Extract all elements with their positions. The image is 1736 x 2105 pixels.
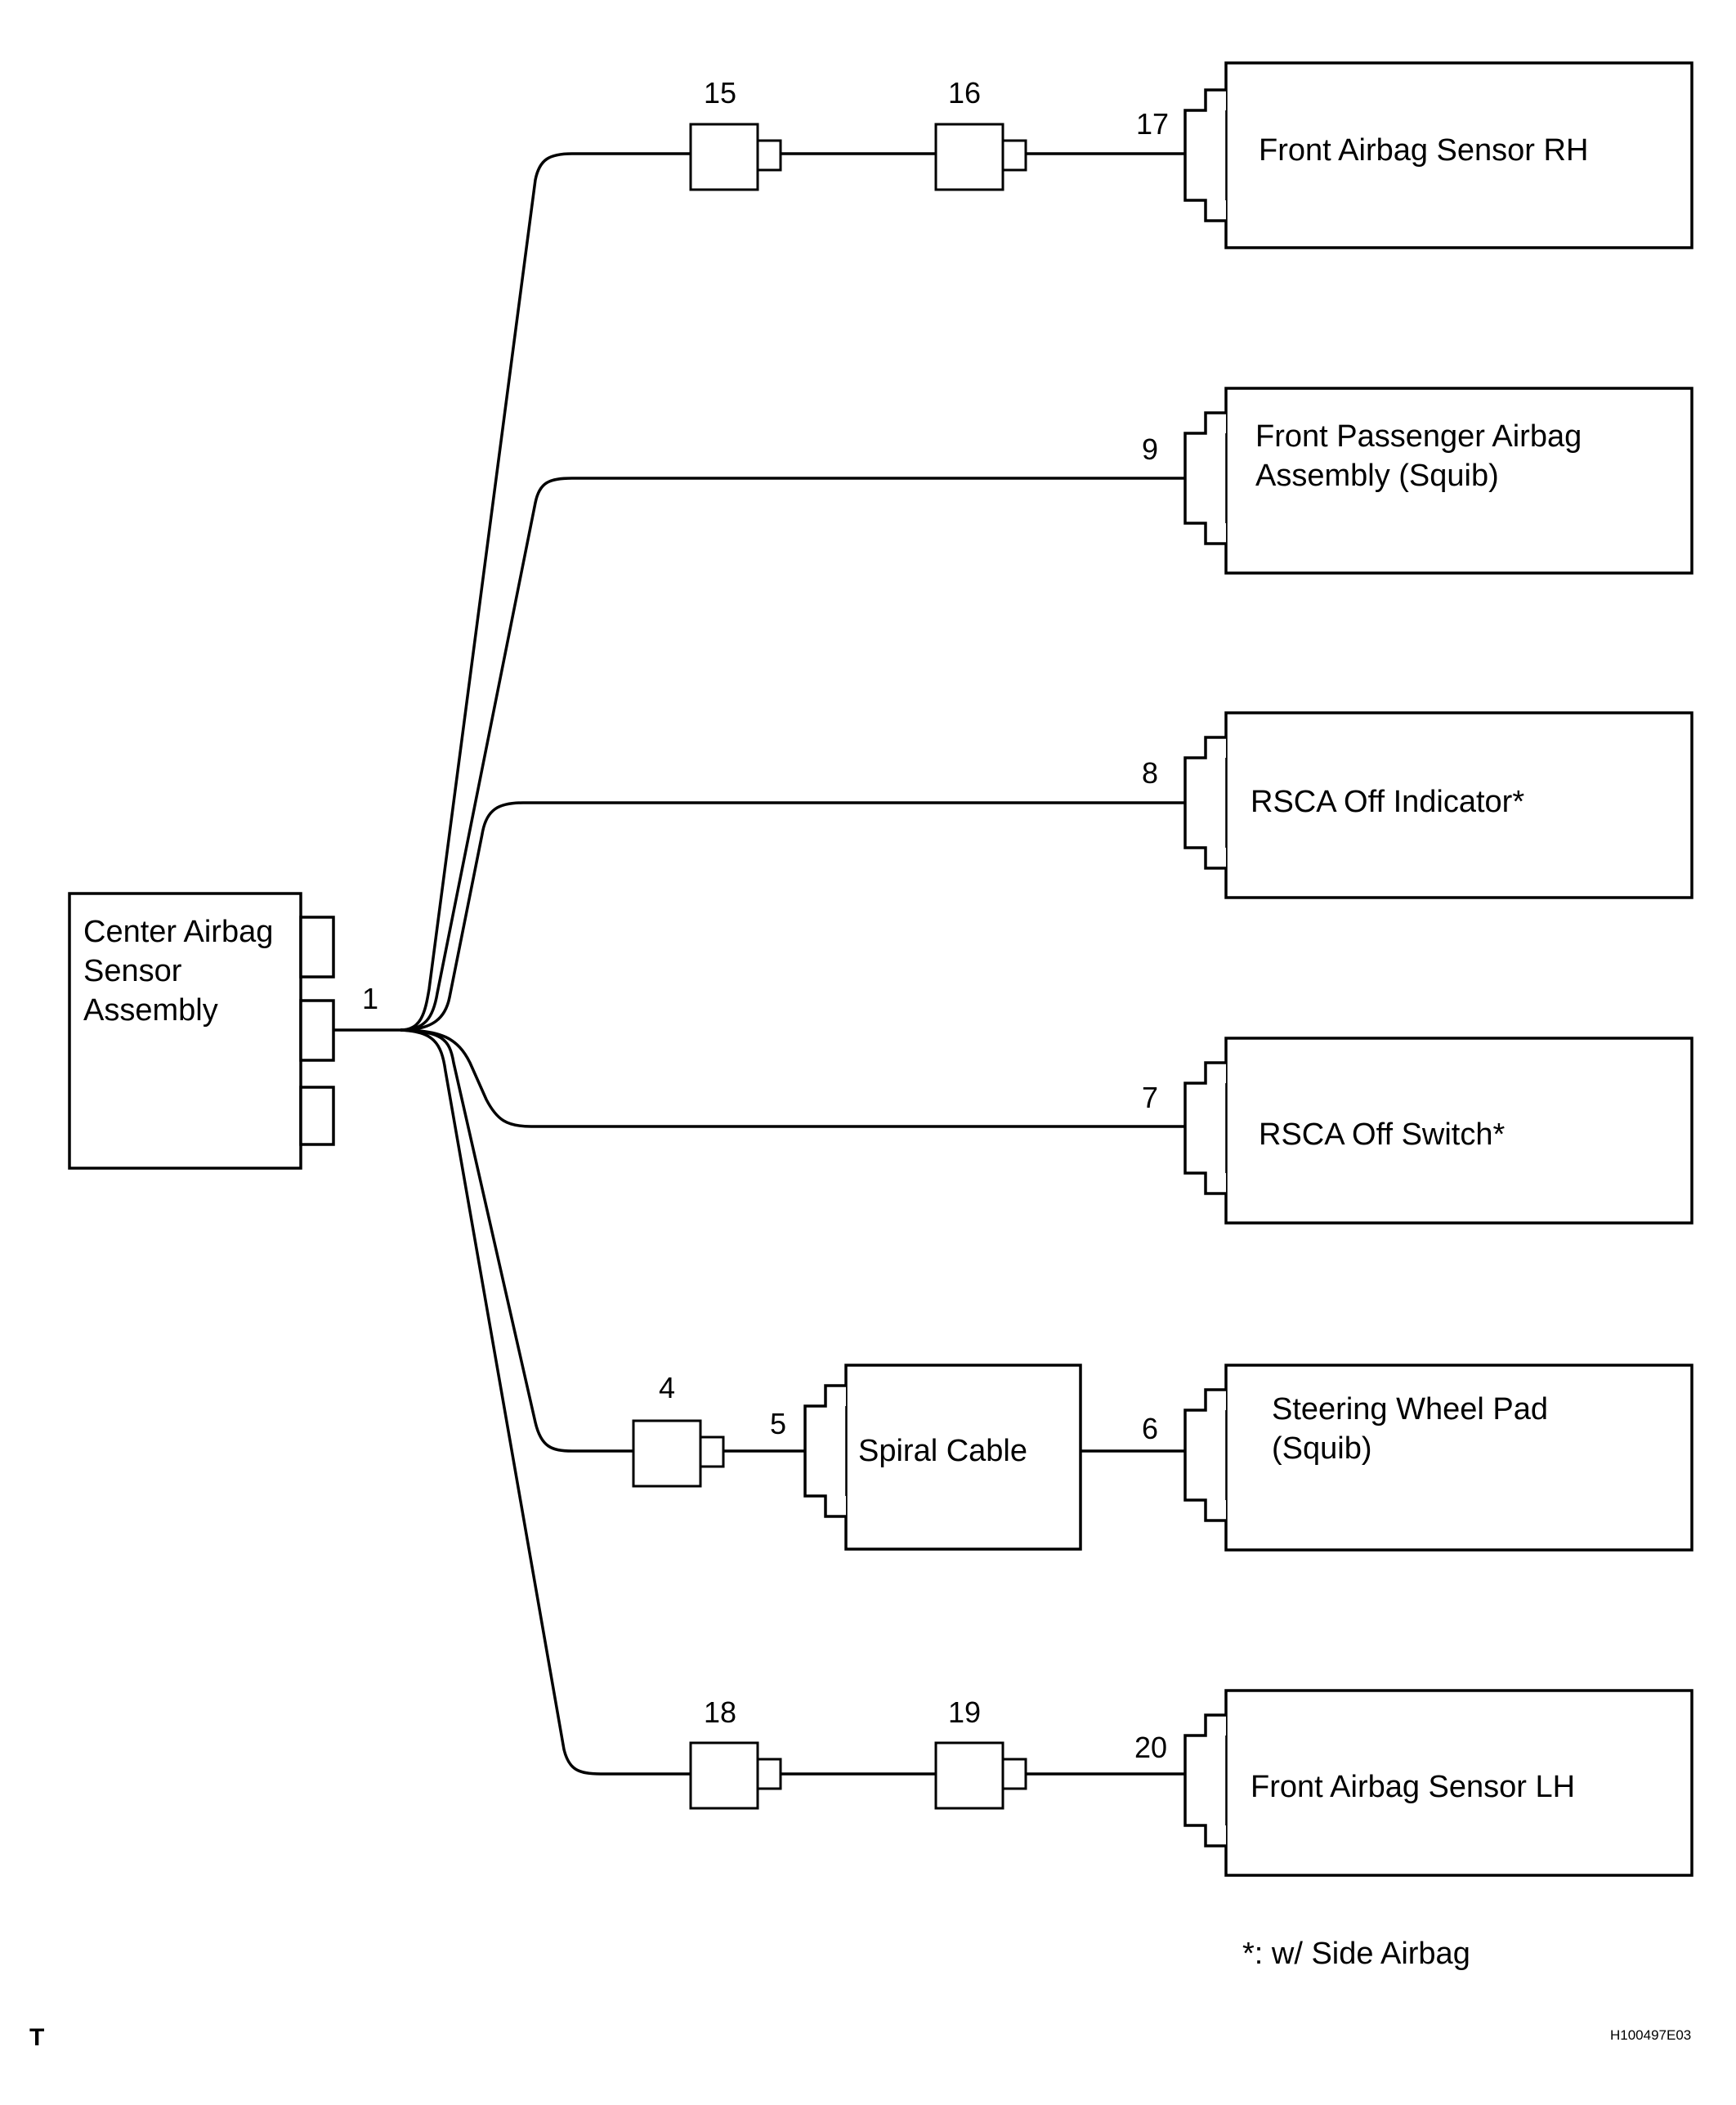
- wire-to-front-airbag-sensor-lh: [400, 1028, 691, 1776]
- rsca-off-indicator-label: RSCA Off Indicator*: [1251, 785, 1524, 819]
- spiral-cable: Spiral Cable: [803, 1364, 1082, 1551]
- rsca-off-switch-label: RSCA Off Switch*: [1259, 1117, 1506, 1152]
- figure-code: H100497E03: [1610, 2027, 1691, 2043]
- wire-to-front-airbag-sensor-rh: [400, 152, 691, 1032]
- corner-mark: T: [29, 2024, 44, 2051]
- connector-number-5: 5: [770, 1407, 786, 1440]
- front-passenger-airbag-label-line-1: Front Passenger Airbag: [1255, 419, 1582, 454]
- rsca-off-indicator: RSCA Off Indicator*: [1183, 711, 1693, 899]
- front-passenger-airbag-assembly: Front Passenger Airbag Assembly (Squib): [1183, 387, 1693, 575]
- inline-connector-16: [934, 123, 1027, 191]
- wire-to-rsca-off-switch: [400, 1028, 1185, 1128]
- inline-connector-4: [632, 1419, 725, 1488]
- inline-connector-15: [689, 123, 782, 191]
- front-airbag-sensor-rh: Front Airbag Sensor RH: [1183, 61, 1693, 249]
- front-airbag-sensor-rh-label: Front Airbag Sensor RH: [1259, 133, 1588, 168]
- wire-to-rsca-off-indicator: [400, 801, 1185, 1032]
- connector-number-8: 8: [1142, 756, 1158, 790]
- connector-number-17: 17: [1136, 107, 1169, 141]
- spiral-cable-label: Spiral Cable: [858, 1434, 1027, 1468]
- wire-to-spiral-cable: [400, 1028, 633, 1453]
- connector-number-4: 4: [659, 1371, 675, 1404]
- steering-wheel-pad: Steering Wheel Pad (Squib): [1183, 1364, 1693, 1552]
- connector-number-16: 16: [948, 76, 981, 110]
- center-airbag-sensor-assembly: Center Airbag Sensor Assembly: [68, 892, 335, 1170]
- wire-harness: [333, 152, 1185, 1776]
- rsca-off-switch: RSCA Off Switch*: [1183, 1037, 1693, 1225]
- connector-number-20: 20: [1134, 1731, 1167, 1764]
- center-airbag-sensor-label-line-3: Assembly: [83, 993, 218, 1028]
- connector-number-1: 1: [362, 982, 378, 1015]
- connector-number-9: 9: [1142, 432, 1158, 466]
- front-airbag-sensor-lh: Front Airbag Sensor LH: [1183, 1689, 1693, 1877]
- connector-number-18: 18: [704, 1695, 736, 1729]
- connector-number-7: 7: [1142, 1081, 1158, 1114]
- front-passenger-airbag-label-line-2: Assembly (Squib): [1255, 459, 1499, 493]
- steering-wheel-pad-label-line-2: (Squib): [1272, 1431, 1372, 1466]
- center-airbag-sensor-label-line-2: Sensor: [83, 954, 182, 988]
- connector-number-19: 19: [948, 1695, 981, 1729]
- inline-connector-18: [689, 1741, 782, 1810]
- front-airbag-sensor-lh-label: Front Airbag Sensor LH: [1251, 1770, 1575, 1804]
- connector-number-6: 6: [1142, 1412, 1158, 1445]
- footnote: *: w/ Side Airbag: [1242, 1937, 1470, 1971]
- inline-connector-19: [934, 1741, 1027, 1810]
- wire-to-front-passenger-airbag: [400, 477, 1185, 1032]
- steering-wheel-pad-label-line-1: Steering Wheel Pad: [1272, 1392, 1548, 1426]
- center-airbag-sensor-label-line-1: Center Airbag: [83, 915, 273, 949]
- connector-number-15: 15: [704, 76, 736, 110]
